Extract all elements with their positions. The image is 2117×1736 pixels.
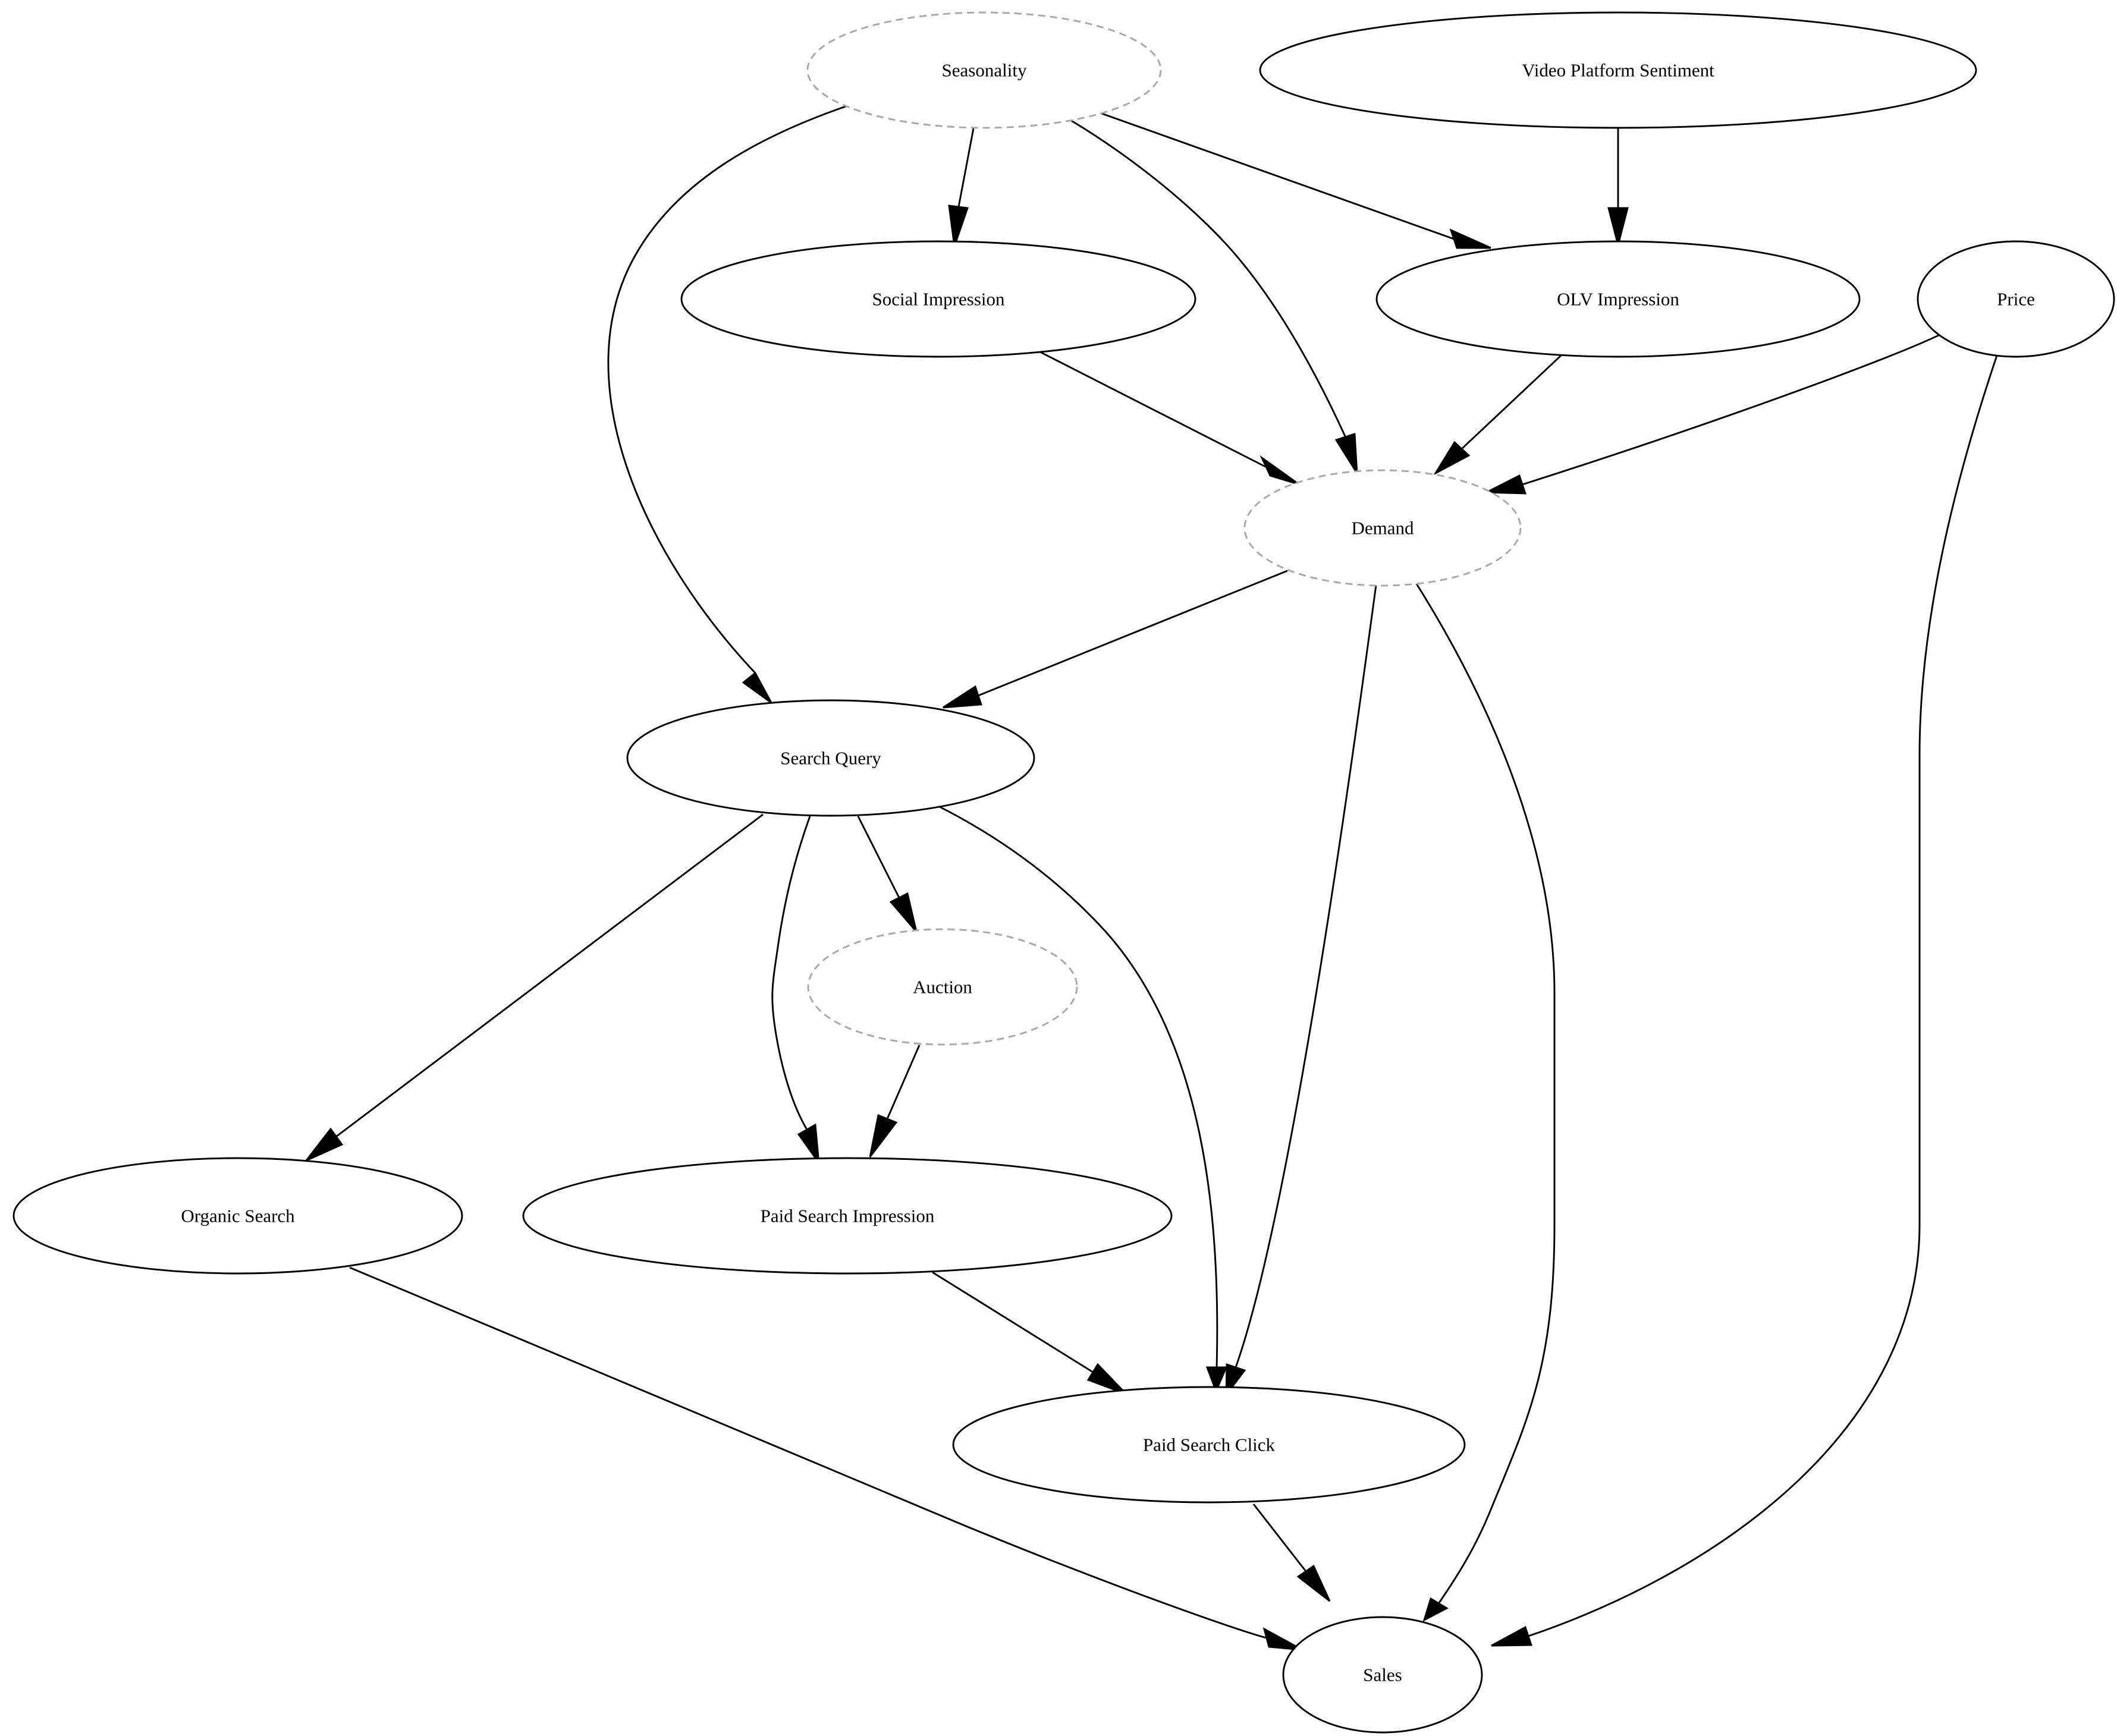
node-price[interactable]: Price: [1917, 240, 2115, 358]
edge-seasonality-search-query: [607, 105, 848, 704]
node-shape: [952, 1386, 1466, 1504]
node-demand[interactable]: Demand: [1243, 469, 1522, 587]
node-social-impression[interactable]: Social Impression: [680, 240, 1196, 358]
edge-olv-impression-demand: [1433, 354, 1562, 476]
node-shape: [522, 1157, 1173, 1275]
node-label: Video Platform Sentiment: [1522, 60, 1714, 81]
node-shape: [1243, 469, 1522, 587]
node-shape: [626, 699, 1035, 817]
node-paid-search-click[interactable]: Paid Search Click: [952, 1386, 1466, 1504]
node-label: Price: [1997, 289, 2035, 310]
edge-search-query-paid-search-click: [938, 805, 1228, 1394]
node-shape: [1259, 11, 1977, 129]
node-label: OLV Impression: [1557, 289, 1679, 310]
node-seasonality[interactable]: Seasonality: [806, 11, 1162, 129]
nodes: Seasonality Video Platform Sentiment Soc…: [12, 11, 2115, 1734]
node-shape: [680, 240, 1196, 358]
node-label: Organic Search: [181, 1206, 295, 1226]
node-label: Auction: [913, 977, 972, 998]
edge-search-query-organic-search: [305, 813, 764, 1162]
node-search-query[interactable]: Search Query: [626, 699, 1035, 817]
node-shape: [1375, 240, 1861, 358]
edge-video-sentiment-olv-impression: [1607, 128, 1629, 246]
edge-demand-sales: [1415, 583, 1556, 1622]
node-organic-search[interactable]: Organic Search: [12, 1157, 463, 1275]
node-shape: [12, 1157, 463, 1275]
edges: [305, 105, 1998, 1651]
edge-paid-search-click-sales: [1252, 1504, 1331, 1602]
node-label: Demand: [1351, 518, 1414, 539]
edge-price-sales: [1491, 355, 1998, 1647]
node-shape: [1282, 1616, 1483, 1734]
edge-seasonality-demand: [1070, 119, 1358, 474]
edge-demand-search-query: [943, 570, 1288, 709]
node-paid-search-impression[interactable]: Paid Search Impression: [522, 1157, 1173, 1275]
node-auction[interactable]: Auction: [807, 928, 1078, 1046]
node-label: Search Query: [780, 748, 881, 769]
node-label: Sales: [1363, 1665, 1402, 1685]
edge-auction-paid-search-impression: [869, 1045, 921, 1158]
node-shape: [806, 11, 1162, 129]
edge-paid-search-impression-paid-search-click: [932, 1271, 1127, 1395]
node-shape: [1917, 240, 2115, 358]
node-label: Social Impression: [872, 289, 1005, 310]
node-shape: [807, 928, 1078, 1046]
edge-seasonality-olv-impression: [1100, 112, 1491, 249]
node-sales[interactable]: Sales: [1282, 1616, 1483, 1734]
node-label: Seasonality: [942, 60, 1027, 81]
node-olv-impression[interactable]: OLV Impression: [1375, 240, 1861, 358]
edge-search-query-auction: [857, 816, 918, 932]
edge-demand-paid-search-click: [1225, 584, 1377, 1398]
node-label: Paid Search Impression: [761, 1206, 935, 1226]
edge-social-impression-demand: [1037, 350, 1300, 486]
edge-seasonality-social-impression: [948, 128, 975, 247]
node-label: Paid Search Click: [1143, 1435, 1276, 1455]
node-video-platform-sentiment[interactable]: Video Platform Sentiment: [1259, 11, 1977, 129]
edge-price-demand: [1486, 334, 1940, 495]
edge-search-query-paid-search-impression: [771, 816, 820, 1166]
